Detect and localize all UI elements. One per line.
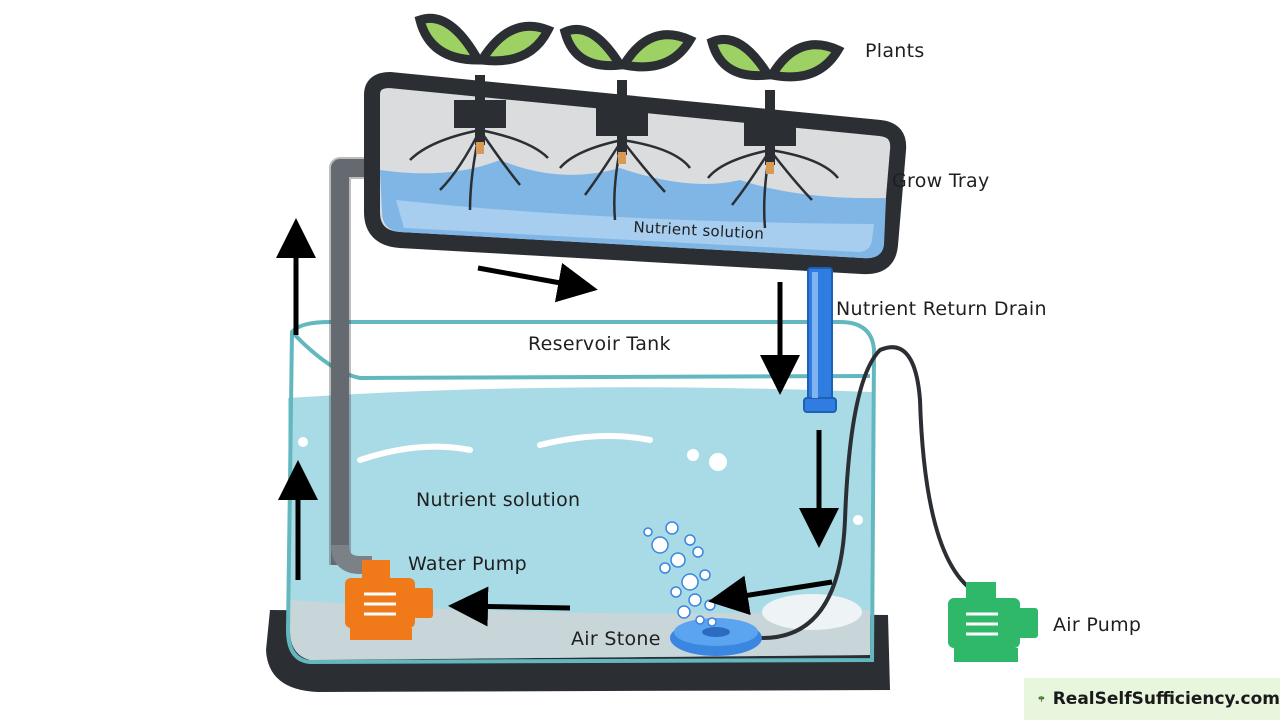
label-return-drain: Nutrient Return Drain xyxy=(836,298,1047,320)
label-water-pump: Water Pump xyxy=(408,553,527,575)
tank-glass xyxy=(285,320,877,665)
label-air-pump: Air Pump xyxy=(1053,614,1142,636)
wave-highlight xyxy=(537,433,653,448)
label-plants: Plants xyxy=(865,40,925,62)
plant xyxy=(559,25,697,221)
supply-pipe xyxy=(331,159,372,565)
brand-badge: RealSelfSufficiency.com xyxy=(1024,678,1280,720)
tree-logo-icon xyxy=(1038,695,1045,702)
return-drain-pipe xyxy=(803,267,837,413)
air-pump xyxy=(948,582,1038,662)
supply-pipe-elbow xyxy=(331,544,372,574)
arrow-to-stone xyxy=(708,575,833,616)
wave-highlight xyxy=(357,443,473,463)
stone-shine xyxy=(762,594,862,630)
air-stone xyxy=(670,618,762,656)
water-pump xyxy=(345,560,433,640)
flow-arrows xyxy=(276,218,839,627)
air-hose xyxy=(759,345,977,641)
plant xyxy=(706,34,845,229)
bubble xyxy=(298,437,308,447)
arrow-to-pump xyxy=(448,586,571,627)
bubble xyxy=(687,449,699,461)
tray-water-light xyxy=(396,200,874,252)
label-air-stone: Air Stone xyxy=(571,628,661,650)
label-tank-solution: Nutrient solution xyxy=(416,489,581,511)
plant xyxy=(409,13,555,211)
supply-pipe-edge xyxy=(329,157,372,565)
brand-site-name: RealSelfSufficiency.com xyxy=(1052,689,1280,709)
arrow-tray-to-drain xyxy=(477,262,598,303)
bubble xyxy=(853,515,863,525)
bubble xyxy=(709,453,727,471)
label-reservoir-tank: Reservoir Tank xyxy=(528,333,671,355)
label-grow-tray: Grow Tray xyxy=(892,170,990,192)
